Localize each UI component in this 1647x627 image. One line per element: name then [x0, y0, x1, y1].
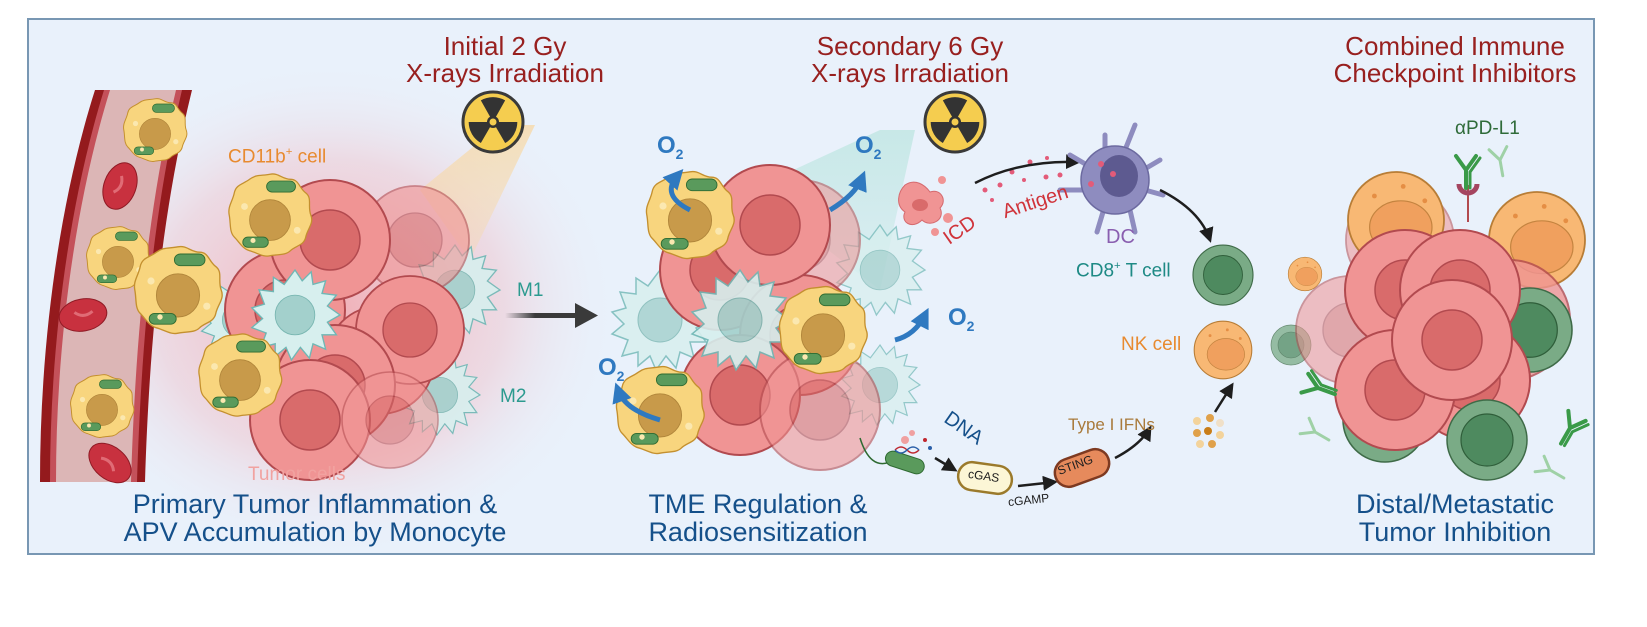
bacterium-dna-release — [859, 430, 932, 475]
o2-subscript: 2 — [616, 367, 625, 384]
cd11b-suffix: cell — [292, 146, 327, 168]
stage-title-line: Secondary 6 Gy — [816, 31, 1004, 61]
cd11b-cell-label: CD11b+ cell — [228, 146, 327, 168]
o2-subscript: 2 — [675, 145, 684, 162]
ifn-particles — [1193, 414, 1224, 448]
apdl1-label: αPD-L1 — [1455, 118, 1520, 139]
caption-line: TME Regulation & — [648, 489, 868, 519]
stage-title-line: Initial 2 Gy — [443, 31, 567, 61]
monocyte-apv — [645, 170, 735, 260]
caption-line: Tumor Inhibition — [1358, 517, 1552, 548]
cd11b-text: CD11b — [228, 146, 286, 168]
caption-tme-regulation: TME Regulation & Radiosensitization — [628, 490, 888, 547]
cd11b-monocyte — [228, 173, 313, 257]
monocyte-in-vessel — [70, 374, 135, 438]
stage-title-line: Combined Immune — [1345, 31, 1565, 61]
tumor-cells-label: Tumor cells — [248, 464, 346, 485]
cd8-suffix: T cell — [1120, 260, 1171, 282]
arrow-dc-to-cd8 — [1159, 188, 1214, 243]
monocyte-in-vessel — [123, 98, 188, 162]
sting-pill — [1053, 447, 1111, 489]
stage-title-line: Checkpoint Inhibitors — [1333, 58, 1577, 89]
dendritic-cell — [1057, 122, 1166, 235]
arrow-ifn-to-nk — [1213, 382, 1234, 413]
tumor-cell — [341, 371, 439, 469]
oxygen-release-arrows — [612, 169, 929, 423]
cgas-pill — [956, 460, 1014, 496]
nk-cell-label: NK cell — [1121, 334, 1182, 355]
arrow-antigen-to-dc — [974, 154, 1081, 185]
o2-subscript: 2 — [873, 145, 882, 162]
radiation-hazard-icon — [923, 90, 987, 154]
o2-symbol: O — [657, 132, 676, 159]
antibody-icon — [1550, 408, 1592, 453]
stage-title-secondary: Secondary 6 Gy X-rays Irradiation — [795, 31, 1025, 89]
antibody-icon — [1454, 154, 1482, 190]
type-i-ifns-label: Type I IFNs — [1068, 415, 1155, 434]
caption-line: Distal/Metastatic — [1355, 489, 1555, 519]
o2-symbol: O — [855, 132, 874, 159]
caption-line: Radiosensitization — [648, 517, 868, 548]
dc-label: DC — [1106, 226, 1135, 248]
stage-title-line: X-rays Irradiation — [406, 58, 604, 89]
antibody-icon — [1533, 454, 1570, 488]
m2-label: M2 — [500, 386, 527, 407]
o2-label: O2 — [598, 355, 624, 383]
caption-line: Primary Tumor Inflammation & — [132, 489, 498, 519]
cd8-t-cell — [1446, 399, 1528, 481]
cd11b-monocyte — [133, 245, 223, 335]
arrow-right-icon — [505, 303, 598, 328]
monocyte-apv — [615, 365, 705, 455]
m1-label: M1 — [517, 280, 544, 301]
cd8-text: CD8 — [1076, 260, 1115, 282]
arrow-cgas-to-sting — [1017, 475, 1058, 491]
caption-primary-tumor: Primary Tumor Inflammation & APV Accumul… — [100, 490, 530, 547]
antigen-particles — [982, 156, 1063, 202]
icd-cell-debris — [898, 176, 953, 236]
nk-cell — [1193, 320, 1253, 380]
antibody-icon — [1298, 416, 1335, 450]
cd8-t-cell-label: CD8+ T cell — [1076, 260, 1171, 282]
arrow-sting-to-ifn — [1114, 425, 1152, 460]
stage-title-checkpoint: Combined Immune Checkpoint Inhibitors — [1310, 31, 1600, 89]
cd11b-monocyte — [198, 333, 283, 417]
o2-symbol: O — [948, 304, 967, 331]
monocyte-apv — [778, 285, 868, 375]
stage-title-line: X-rays Irradiation — [811, 58, 1009, 89]
o2-label: O2 — [855, 133, 881, 161]
nk-cell-migrating — [1287, 256, 1323, 292]
cd11b-superscript: + — [285, 146, 293, 158]
blood-vessel — [40, 90, 192, 493]
o2-symbol: O — [598, 354, 617, 381]
arrow-dna-to-cgas — [934, 456, 958, 472]
caption-line: APV Accumulation by Monocyte — [123, 517, 507, 548]
o2-subscript: 2 — [966, 317, 975, 334]
cd8-t-cell — [1192, 244, 1254, 306]
radiation-hazard-icon — [461, 90, 525, 154]
distal-tumor-cluster — [1295, 171, 1586, 481]
tumor-cell — [1391, 279, 1513, 401]
o2-label: O2 — [948, 305, 974, 333]
caption-distal-tumor: Distal/Metastatic Tumor Inhibition — [1325, 490, 1585, 547]
cd8-superscript: + — [1114, 260, 1121, 272]
antibody-icon — [1487, 145, 1514, 179]
pdl1-receptor — [1456, 183, 1480, 222]
stage-title-initial: Initial 2 Gy X-rays Irradiation — [405, 31, 605, 89]
o2-label: O2 — [657, 133, 683, 161]
